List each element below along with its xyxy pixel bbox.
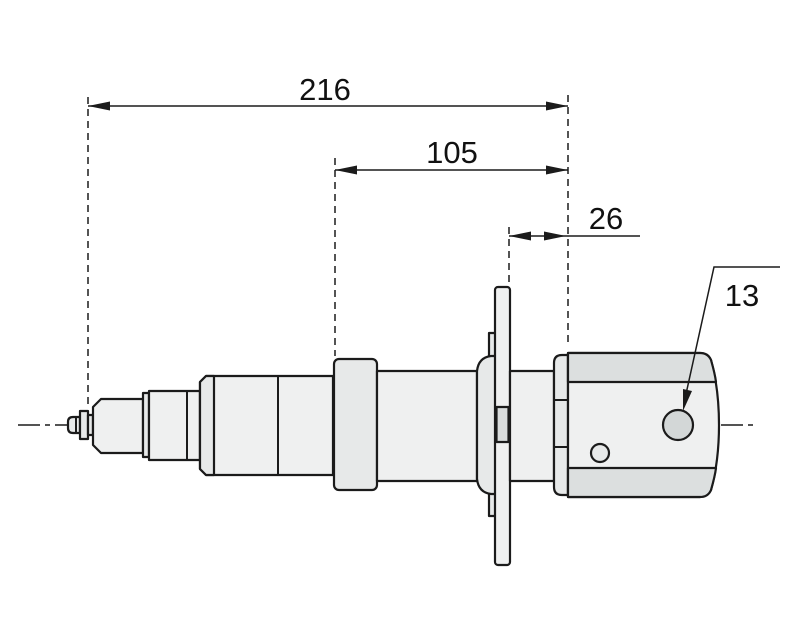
spindle-part (66, 285, 721, 567)
arrowhead-left (335, 165, 357, 175)
flange-hub-slot (495, 405, 510, 444)
leader-line (685, 266, 780, 395)
dimension-mid-length: 105 (335, 135, 568, 175)
dimension-flange-offset: 26 (509, 201, 640, 241)
pilot-hole (589, 442, 611, 464)
extension-lines (87, 95, 569, 407)
arrowhead-right (546, 165, 568, 175)
clamp-hole (661, 408, 695, 442)
end-block-top-chamfer (566, 351, 718, 384)
main-body-edge-band (198, 374, 216, 477)
arrowhead-left (509, 231, 531, 241)
callout-hole: 13 (683, 266, 780, 411)
shaft-rear (508, 369, 556, 483)
collar-ring (332, 357, 379, 492)
hub-boss (475, 354, 498, 496)
dimension-label-216: 216 (299, 72, 351, 107)
dimension-label-26: 26 (589, 201, 623, 236)
arrowhead-right (544, 231, 566, 241)
end-block-bottom-chamfer (566, 466, 718, 499)
main-body (198, 374, 335, 477)
arrowhead-left (88, 101, 110, 111)
dimension-label-105: 105 (426, 135, 478, 170)
shaft-front (375, 369, 479, 483)
rear-collar (552, 353, 570, 497)
tip-washer (78, 409, 90, 441)
tip-pin (66, 415, 82, 435)
callout-label-13: 13 (725, 278, 759, 313)
dimension-overall-length: 216 (88, 72, 568, 111)
mid-body (147, 389, 202, 462)
leader-arrowhead (683, 389, 692, 411)
nose-body (91, 397, 145, 455)
arrowhead-right (546, 101, 568, 111)
